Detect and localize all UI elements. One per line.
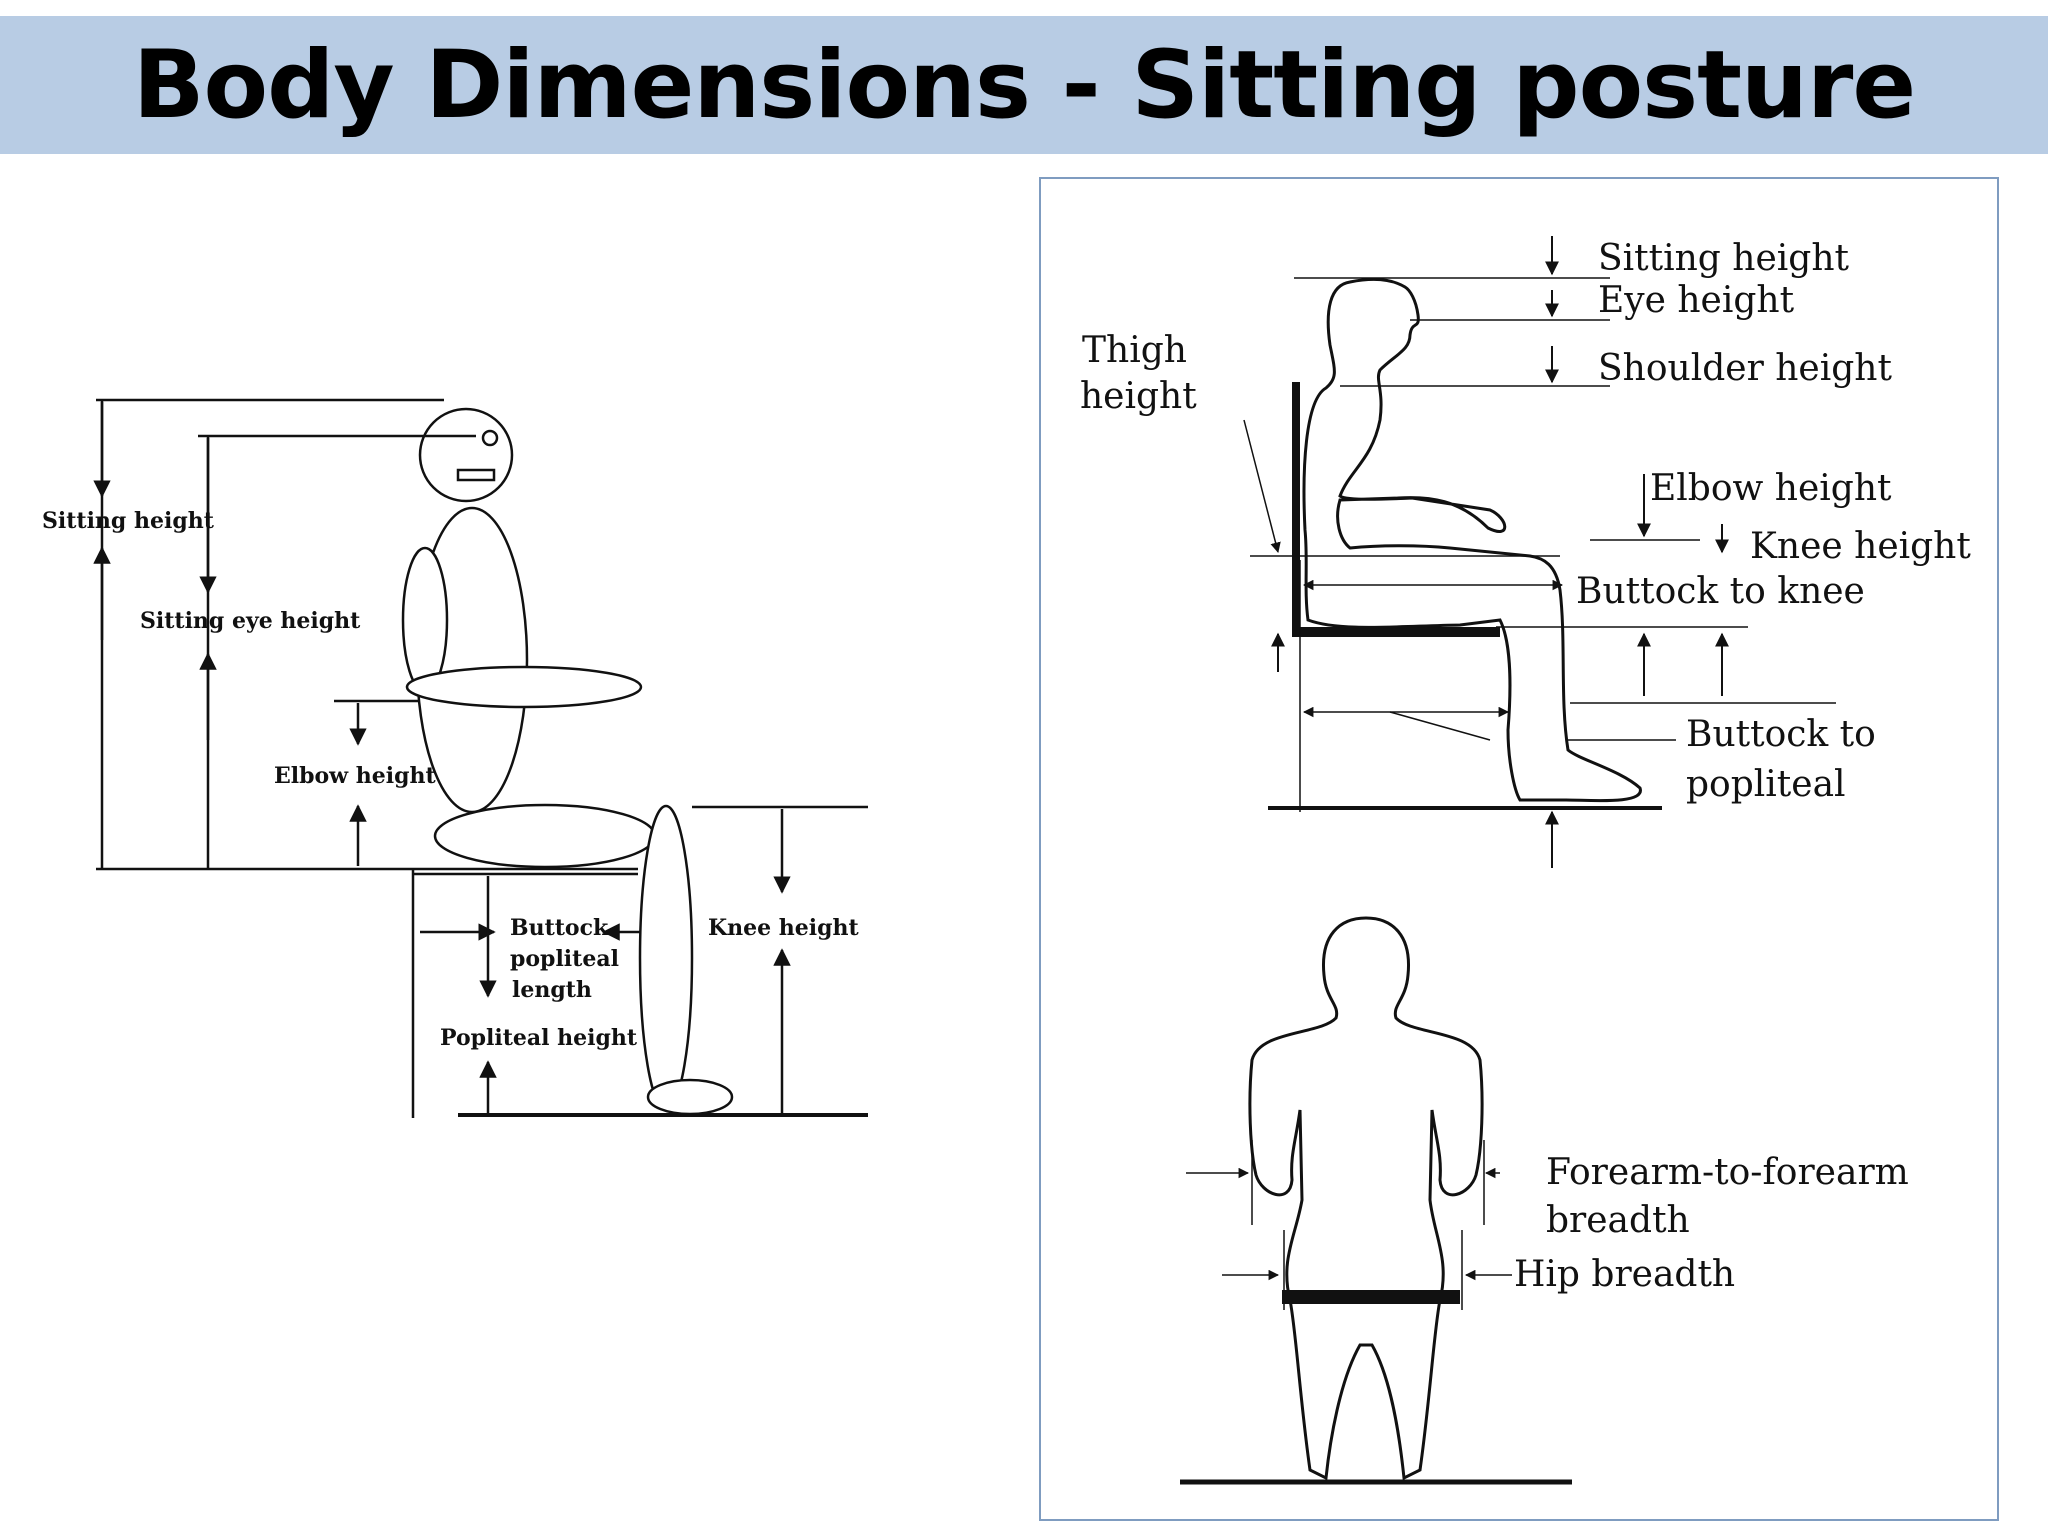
label-buttock-line3: length: [512, 977, 592, 1003]
figure-upper-arm: [401, 546, 449, 694]
label-r-sitting-height: Sitting height: [1598, 238, 1850, 279]
label-r-thigh-line1: Thigh: [1082, 330, 1187, 371]
figure-head: [418, 407, 514, 503]
figure-mouth: [456, 468, 496, 482]
figure-forearm: [405, 665, 643, 709]
label-sitting-height: Sitting height: [42, 508, 215, 534]
label-r-eye-height: Eye height: [1598, 280, 1795, 321]
side-figure: [1302, 277, 1642, 803]
left-labels: Sitting height Sitting eye height Elbow …: [42, 508, 859, 1051]
right-side-view: [1243, 236, 1836, 868]
label-r-knee-height: Knee height: [1750, 526, 1971, 567]
label-r-buttock-to-knee: Buttock to knee: [1576, 571, 1865, 612]
label-r-buttock-to-line2: popliteal: [1686, 764, 1846, 805]
figure-foot: [646, 1078, 734, 1116]
figure-eye: [481, 429, 499, 447]
title-bar: [0, 16, 2048, 154]
label-r-elbow-height: Elbow height: [1650, 468, 1892, 509]
label-popliteal-height: Popliteal height: [440, 1025, 638, 1051]
right-labels: Sitting height Eye height Shoulder heigh…: [1080, 238, 1971, 1295]
label-r-shoulder-height: Shoulder height: [1598, 348, 1892, 389]
label-r-thigh-line2: height: [1080, 376, 1197, 417]
label-elbow-height: Elbow height: [274, 763, 437, 789]
label-buttock-line1: Buttock: [510, 915, 609, 941]
label-knee-height: Knee height: [708, 915, 859, 941]
front-figure: [1248, 916, 1484, 1481]
figure-lower-leg: [638, 804, 694, 1112]
label-r-forearm-line2: breadth: [1546, 1200, 1690, 1241]
label-sitting-eye-height: Sitting eye height: [140, 608, 361, 634]
label-buttock-line2: popliteal: [510, 946, 619, 972]
left-diagram: [93, 398, 868, 1118]
label-r-hip-breadth: Hip breadth: [1514, 1254, 1735, 1295]
right-front-view: [1180, 916, 1572, 1485]
right-diagram-frame: [1039, 177, 1999, 1521]
label-r-forearm-line1: Forearm-to-forearm: [1546, 1152, 1909, 1193]
slide-title: Body Dimensions - Sitting posture: [132, 30, 1916, 140]
figure-thigh: [433, 803, 657, 869]
label-r-buttock-to-line1: Buttock to: [1686, 714, 1876, 755]
